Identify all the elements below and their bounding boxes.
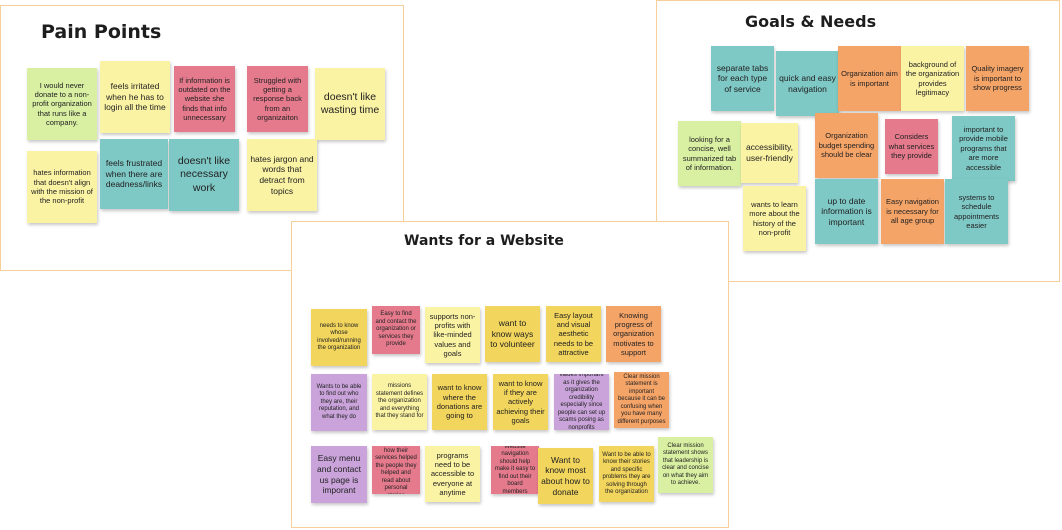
sticky-note[interactable]: want to know if they are actively achiev… bbox=[493, 374, 548, 430]
sticky-note[interactable]: Clear mission statement is important bec… bbox=[614, 372, 669, 428]
wants-website-title: Wants for a Website bbox=[404, 233, 564, 249]
sticky-note[interactable]: Easy menu and contact us page is imporan… bbox=[311, 446, 367, 503]
sticky-note[interactable]: missions statement defines the organizat… bbox=[372, 374, 427, 430]
sticky-note[interactable]: background of the organization provides … bbox=[901, 46, 964, 111]
sticky-note[interactable]: Organization budget spending should be c… bbox=[815, 113, 878, 178]
sticky-note[interactable]: Wants to be able to find out who they ar… bbox=[311, 374, 367, 431]
sticky-note[interactable]: looking for a concise, well summarized t… bbox=[678, 121, 741, 186]
sticky-note[interactable]: Clear mission statement shows that leade… bbox=[658, 437, 713, 493]
sticky-note[interactable]: Considers what services they provide bbox=[885, 119, 938, 174]
sticky-note[interactable]: Easy layout and visual aesthetic needs t… bbox=[546, 306, 601, 362]
sticky-note[interactable]: Quality imagery is important to show pro… bbox=[966, 46, 1029, 111]
sticky-note[interactable]: wants to learn more about the history of… bbox=[743, 186, 806, 251]
sticky-note[interactable]: supports non-profits with like-minded va… bbox=[425, 307, 480, 363]
sticky-note[interactable]: Organization aim is important bbox=[838, 46, 901, 111]
sticky-note[interactable]: quick and easy navigation bbox=[776, 51, 839, 116]
sticky-note[interactable]: Easy navigation is necessary for all age… bbox=[881, 179, 944, 244]
sticky-note[interactable]: Want to be able to know their stories an… bbox=[599, 446, 654, 502]
sticky-note[interactable]: Wants to learn how their services helped… bbox=[372, 446, 420, 494]
sticky-note[interactable]: programs need to be accessible to everyo… bbox=[425, 446, 480, 502]
sticky-note[interactable]: want to know where the donations are goi… bbox=[432, 374, 487, 430]
goals-needs-title: Goals & Needs bbox=[745, 12, 877, 31]
sticky-note[interactable]: Website navigation should help make it e… bbox=[491, 446, 539, 494]
sticky-note[interactable]: doesn't like necessary work bbox=[169, 139, 239, 211]
sticky-note[interactable]: important to provide mobile programs tha… bbox=[952, 116, 1015, 181]
sticky-note[interactable]: hates information that doesn't align wit… bbox=[27, 151, 97, 223]
sticky-note[interactable]: hates jargon and words that detract from… bbox=[247, 139, 317, 211]
pain-points-title: Pain Points bbox=[41, 21, 162, 43]
wants-website-frame: Wants for a Website needs to know whose … bbox=[291, 221, 729, 528]
sticky-note[interactable]: feels frustrated when there are deadness… bbox=[100, 139, 168, 209]
sticky-note[interactable]: Knowing progress of organization motivat… bbox=[606, 306, 661, 362]
sticky-note[interactable]: needs to know whose involved/running the… bbox=[311, 309, 367, 366]
sticky-note[interactable]: I would never donate to a non-profit org… bbox=[27, 68, 97, 140]
sticky-note[interactable]: up to date information is important bbox=[815, 179, 878, 244]
pain-points-frame: Pain Points I would never donate to a no… bbox=[0, 5, 404, 271]
sticky-note[interactable]: separate tabs for each type of service bbox=[711, 46, 774, 111]
sticky-note[interactable]: want to know ways to volunteer bbox=[485, 306, 540, 362]
sticky-note[interactable]: accessibility, user-friendly bbox=[741, 123, 798, 183]
sticky-note[interactable]: feels irritated when he has to login all… bbox=[100, 61, 170, 133]
sticky-note[interactable]: Struggled with getting a response back f… bbox=[247, 66, 308, 132]
sticky-note[interactable]: Clear mission and values important as it… bbox=[554, 374, 609, 430]
sticky-note[interactable]: If information is outdated on the websit… bbox=[174, 66, 235, 132]
sticky-note[interactable]: doesn't like wasting time bbox=[315, 68, 385, 140]
sticky-note[interactable]: Easy to find and contact the organizatio… bbox=[372, 306, 420, 354]
sticky-note[interactable]: systems to schedule appointments easier bbox=[945, 179, 1008, 244]
sticky-note[interactable]: Want to know most about how to donate bbox=[538, 448, 593, 504]
